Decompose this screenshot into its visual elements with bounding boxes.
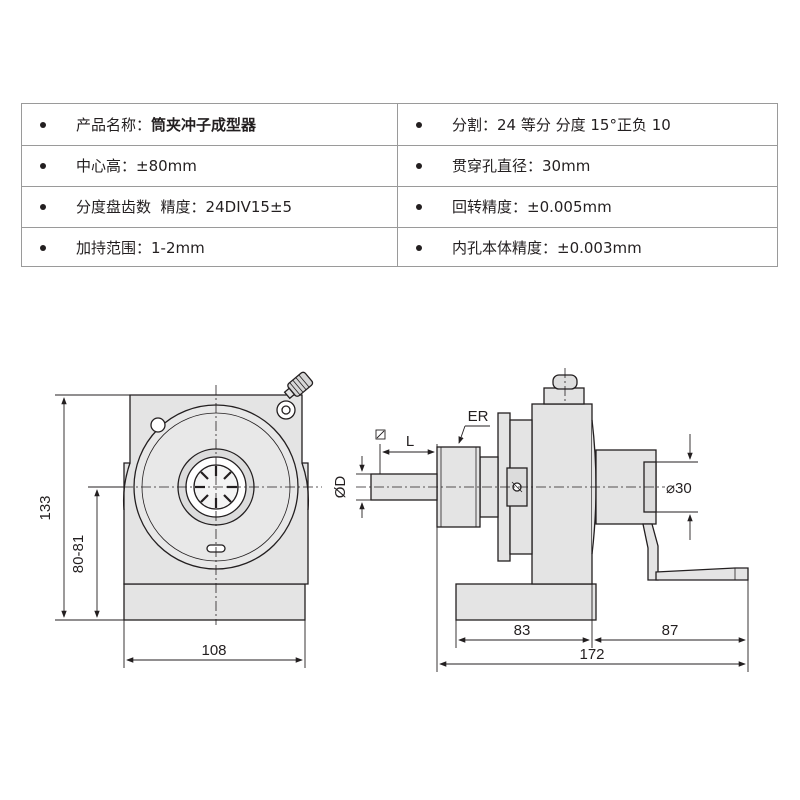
bullet-icon: [40, 203, 46, 210]
bullet-icon: [416, 121, 422, 128]
bullet-icon: [40, 162, 46, 169]
spec-row: 产品名称： 筒夹冲子成型器 分割：24 等分 分度 15°正负 10: [22, 104, 777, 145]
column-divider: [397, 104, 398, 266]
product-name: 筒夹冲子成型器: [151, 116, 257, 134]
dim-bore: ⌀30: [666, 480, 692, 497]
spec-cell-right: 回转精度：±0.005mm: [398, 186, 777, 227]
row-divider: [22, 186, 777, 187]
bullet-icon: [416, 162, 422, 169]
dim-width-front: 108: [201, 642, 226, 659]
spec-label: 产品名称：: [76, 116, 152, 134]
dim-center-height: 80-81: [70, 535, 87, 573]
screw-icon: [150, 417, 166, 433]
dim-handle-length: 87: [662, 622, 679, 639]
side-base: [455, 583, 597, 621]
dim-shank-dia: ØD: [332, 476, 349, 499]
row-divider: [22, 227, 777, 228]
spec-row: 中心高： ±80mm 贯穿孔直径：30mm: [22, 145, 777, 186]
collet-type-label: ER: [468, 408, 489, 425]
bullet-icon: [416, 203, 422, 210]
spec-cell-right: 内孔本体精度：±0.003mm: [398, 227, 777, 268]
front-base: [123, 583, 306, 621]
dim-base-length: 83: [514, 622, 531, 639]
spec-cell-left: 加持范围： 1-2mm: [22, 227, 397, 268]
spec-text: 内孔本体精度：±0.003mm: [452, 239, 642, 257]
spec-cell-left: 中心高： ±80mm: [22, 145, 397, 186]
dim-total-length: 172: [579, 646, 604, 663]
spec-cell-right: 分割：24 等分 分度 15°正负 10: [398, 104, 777, 145]
front-view: [122, 371, 314, 621]
spec-label: 加持范围：: [76, 239, 152, 257]
row-divider: [22, 145, 777, 146]
spec-cell-right: 贯穿孔直径：30mm: [398, 145, 777, 186]
spec-value: 精度：24DIV15±5: [151, 198, 293, 216]
spec-cell-left: 产品名称： 筒夹冲子成型器: [22, 104, 397, 145]
side-body: [531, 403, 593, 585]
spec-value: ±80mm: [136, 156, 197, 175]
spec-label: 中心高：: [76, 157, 137, 175]
spec-text: 分割：24 等分 分度 15°正负 10: [452, 116, 671, 134]
spec-value: 1-2mm: [151, 238, 205, 257]
bullet-icon: [40, 244, 46, 251]
spec-row: 加持范围： 1-2mm 内孔本体精度：±0.003mm: [22, 227, 777, 268]
spec-text: 回转精度：±0.005mm: [452, 198, 612, 216]
spec-label: 分度盘齿数: [76, 198, 152, 216]
dim-shank-length: L: [406, 433, 414, 450]
dim-height-total: 133: [37, 495, 54, 520]
bullet-icon: [40, 121, 46, 128]
handle: [655, 567, 749, 581]
side-view: [370, 374, 749, 621]
spec-text: 贯穿孔直径：30mm: [452, 157, 591, 175]
spec-cell-left: 分度盘齿数 精度：24DIV15±5: [22, 186, 397, 227]
bullet-icon: [416, 244, 422, 251]
spec-row: 分度盘齿数 精度：24DIV15±5 回转精度：±0.005mm: [22, 186, 777, 227]
spec-table: 产品名称： 筒夹冲子成型器 分割：24 等分 分度 15°正负 10 中心高： …: [21, 103, 778, 267]
